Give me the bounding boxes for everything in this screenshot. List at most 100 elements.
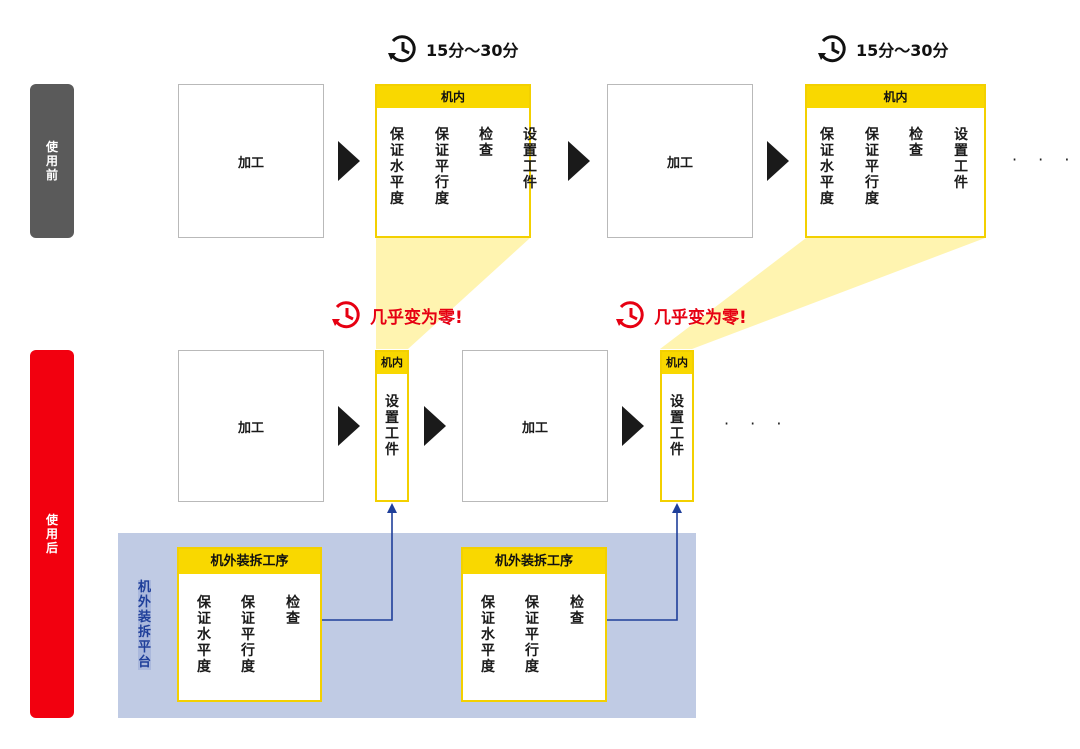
char: 检 bbox=[570, 595, 584, 611]
zero-text: 几乎变为零! bbox=[370, 307, 463, 328]
in-machine-box-setup: 机内 设置工件 bbox=[660, 350, 694, 502]
time-text: 15分～30分 bbox=[426, 41, 519, 60]
char: 证 bbox=[197, 611, 211, 627]
char: 查 bbox=[479, 143, 493, 159]
char: 度 bbox=[865, 191, 879, 207]
char: 水 bbox=[390, 159, 404, 175]
char: 置 bbox=[523, 143, 537, 159]
char: 检 bbox=[909, 127, 923, 143]
char: 外 bbox=[138, 595, 152, 610]
task-setup: 设置工件 bbox=[954, 127, 968, 191]
offline-process-header: 机外装拆工序 bbox=[179, 549, 320, 574]
arrow-right-icon bbox=[338, 406, 360, 446]
char: 平 bbox=[820, 175, 834, 191]
task-level: 保证水平度 bbox=[820, 127, 834, 207]
task-parallel: 保证平行度 bbox=[241, 595, 255, 675]
offline-process-header: 机外装拆工序 bbox=[463, 549, 605, 574]
char: 置 bbox=[385, 410, 399, 426]
zero-label-1: 几乎变为零! bbox=[330, 298, 463, 332]
char: 证 bbox=[865, 143, 879, 159]
time-label-2: 15分～30分 bbox=[816, 32, 949, 66]
char: 保 bbox=[390, 127, 404, 143]
char: 保 bbox=[481, 595, 495, 611]
char: 工 bbox=[670, 426, 684, 442]
char: 平 bbox=[197, 643, 211, 659]
char: 平 bbox=[435, 159, 449, 175]
arrow-right-icon bbox=[338, 141, 360, 181]
task-setup: 设置工件 bbox=[670, 394, 684, 458]
char: 保 bbox=[241, 595, 255, 611]
task-parallel: 保证平行度 bbox=[865, 127, 879, 207]
arrow-right-icon bbox=[767, 141, 789, 181]
char: 水 bbox=[197, 627, 211, 643]
char: 度 bbox=[525, 659, 539, 675]
char: 平 bbox=[390, 175, 404, 191]
char: 平 bbox=[865, 159, 879, 175]
char: 度 bbox=[197, 659, 211, 675]
char: 保 bbox=[525, 595, 539, 611]
char: 保 bbox=[435, 127, 449, 143]
after-tab: 使用后 bbox=[30, 350, 74, 718]
char: 件 bbox=[523, 175, 537, 191]
process-label: 加工 bbox=[237, 420, 264, 436]
char: 拆 bbox=[138, 625, 152, 640]
char: 设 bbox=[523, 127, 537, 143]
char: 使 bbox=[45, 513, 58, 527]
char: 证 bbox=[241, 611, 255, 627]
before-tab: 使用前 bbox=[30, 84, 74, 238]
after-label: 使用后 bbox=[46, 513, 58, 555]
task-inspect: 检查 bbox=[570, 595, 584, 627]
char: 度 bbox=[435, 191, 449, 207]
char: 工 bbox=[385, 426, 399, 442]
process-label: 加工 bbox=[237, 155, 264, 171]
process-box: 加工 bbox=[178, 84, 324, 238]
char: 保 bbox=[865, 127, 879, 143]
arrow-right-icon bbox=[622, 406, 644, 446]
char: 设 bbox=[670, 394, 684, 410]
char: 行 bbox=[525, 643, 539, 659]
char: 查 bbox=[286, 611, 300, 627]
char: 件 bbox=[954, 175, 968, 191]
char: 检 bbox=[286, 595, 300, 611]
process-label: 加工 bbox=[666, 155, 693, 171]
char: 保 bbox=[820, 127, 834, 143]
arrow-right-icon bbox=[424, 406, 446, 446]
funnel-2 bbox=[660, 238, 985, 349]
char: 平 bbox=[138, 640, 152, 655]
char: 工 bbox=[954, 159, 968, 175]
time-text: 15分～30分 bbox=[856, 41, 949, 60]
char: 保 bbox=[197, 595, 211, 611]
char: 台 bbox=[138, 655, 152, 670]
in-machine-header: 机内 bbox=[662, 352, 692, 374]
task-level: 保证水平度 bbox=[390, 127, 404, 207]
arrow-up-icon bbox=[387, 503, 397, 513]
char: 查 bbox=[909, 143, 923, 159]
char: 前 bbox=[45, 168, 58, 182]
clock-cycle-icon bbox=[818, 35, 846, 63]
char: 度 bbox=[481, 659, 495, 675]
char: 证 bbox=[435, 143, 449, 159]
task-level: 保证水平度 bbox=[197, 595, 211, 675]
char: 行 bbox=[241, 643, 255, 659]
char: 水 bbox=[481, 627, 495, 643]
char: 平 bbox=[525, 627, 539, 643]
in-machine-box-full: 机内 保证水平度 保证平行度 检查 设置工件 bbox=[375, 84, 537, 238]
in-machine-box-full: 机内 保证水平度 保证平行度 检查 设置工件 bbox=[805, 84, 986, 238]
process-box: 加工 bbox=[607, 84, 753, 238]
in-machine-header: 机内 bbox=[377, 352, 407, 374]
process-box: 加工 bbox=[462, 350, 608, 502]
before-label: 使用前 bbox=[46, 140, 58, 182]
char: 证 bbox=[820, 143, 834, 159]
process-label: 加工 bbox=[521, 420, 548, 436]
char: 证 bbox=[390, 143, 404, 159]
char: 装 bbox=[138, 610, 152, 625]
connector-line-2 bbox=[606, 512, 678, 621]
clock-cycle-icon bbox=[616, 301, 644, 329]
in-machine-header: 机内 bbox=[807, 86, 984, 108]
char: 后 bbox=[45, 541, 58, 555]
char: 行 bbox=[435, 175, 449, 191]
zero-text: 几乎变为零! bbox=[654, 307, 747, 328]
arrow-up-icon bbox=[672, 503, 682, 513]
connector-line-1 bbox=[321, 512, 393, 621]
task-setup: 设置工件 bbox=[385, 394, 399, 458]
